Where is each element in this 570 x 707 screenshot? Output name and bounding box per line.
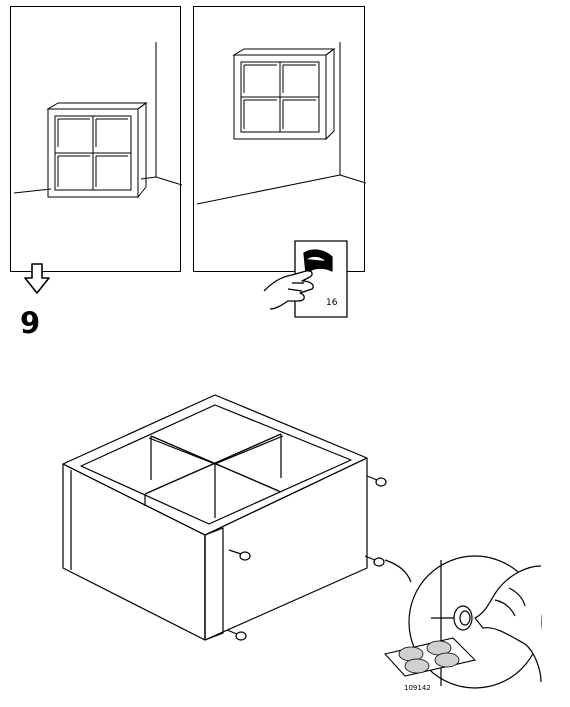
arrow-down-icon xyxy=(24,263,50,294)
felt-pads-icon xyxy=(383,637,477,677)
article-number: 109142 xyxy=(404,684,431,692)
wall-mount-panel xyxy=(193,6,366,272)
floor-placement-panel xyxy=(10,6,182,272)
step-number: 9 xyxy=(20,306,41,340)
page-turn-hand-icon xyxy=(263,240,348,318)
shelf-with-felt-pads-illustration xyxy=(62,394,542,689)
shelf-on-floor-icon xyxy=(13,42,182,199)
page-reference-number: 16 xyxy=(326,298,338,308)
shelf-on-wall-icon xyxy=(196,42,366,205)
